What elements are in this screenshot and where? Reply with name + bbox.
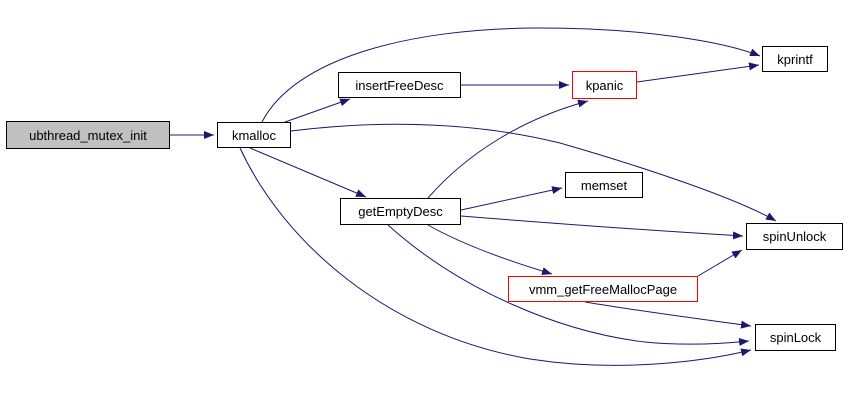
edge-kpanic-to-kprintf	[636, 62, 760, 83]
edge-kmalloc-to-kprintf	[261, 27, 761, 123]
edge-kmalloc-to-spinLock	[239, 147, 752, 366]
node-kpanic[interactable]: kpanic	[572, 71, 637, 99]
edge-getEmptyDesc-to-kpanic	[427, 99, 589, 199]
edge-kmalloc-to-insertFreeDesc	[284, 98, 351, 123]
node-kmalloc[interactable]: kmalloc	[217, 122, 291, 148]
node-kprintf[interactable]: kprintf	[762, 46, 828, 72]
edge-kmalloc-to-spinUnlock	[290, 123, 777, 222]
edge-vmm_getFreeMallocPage-to-spinLock	[584, 301, 752, 329]
node-ubthread_mutex_init: ubthread_mutex_init	[6, 121, 170, 149]
edge-getEmptyDesc-to-spinLock	[387, 224, 750, 347]
edge-getEmptyDesc-to-spinUnlock	[460, 215, 744, 240]
edge-vmm_getFreeMallocPage-to-spinUnlock	[697, 249, 743, 277]
edge-getEmptyDesc-to-memset	[460, 186, 563, 211]
node-vmm_getFreeMallocPage[interactable]: vmm_getFreeMallocPage	[508, 276, 698, 302]
node-getEmptyDesc[interactable]: getEmptyDesc	[340, 198, 461, 225]
node-insertFreeDesc[interactable]: insertFreeDesc	[338, 72, 461, 98]
edge-getEmptyDesc-to-vmm_getFreeMallocPage	[427, 224, 553, 275]
edge-kmalloc-to-getEmptyDesc	[249, 147, 367, 198]
node-memset[interactable]: memset	[565, 172, 643, 198]
node-spinLock[interactable]: spinLock	[755, 324, 836, 351]
node-spinUnlock[interactable]: spinUnlock	[746, 223, 843, 250]
